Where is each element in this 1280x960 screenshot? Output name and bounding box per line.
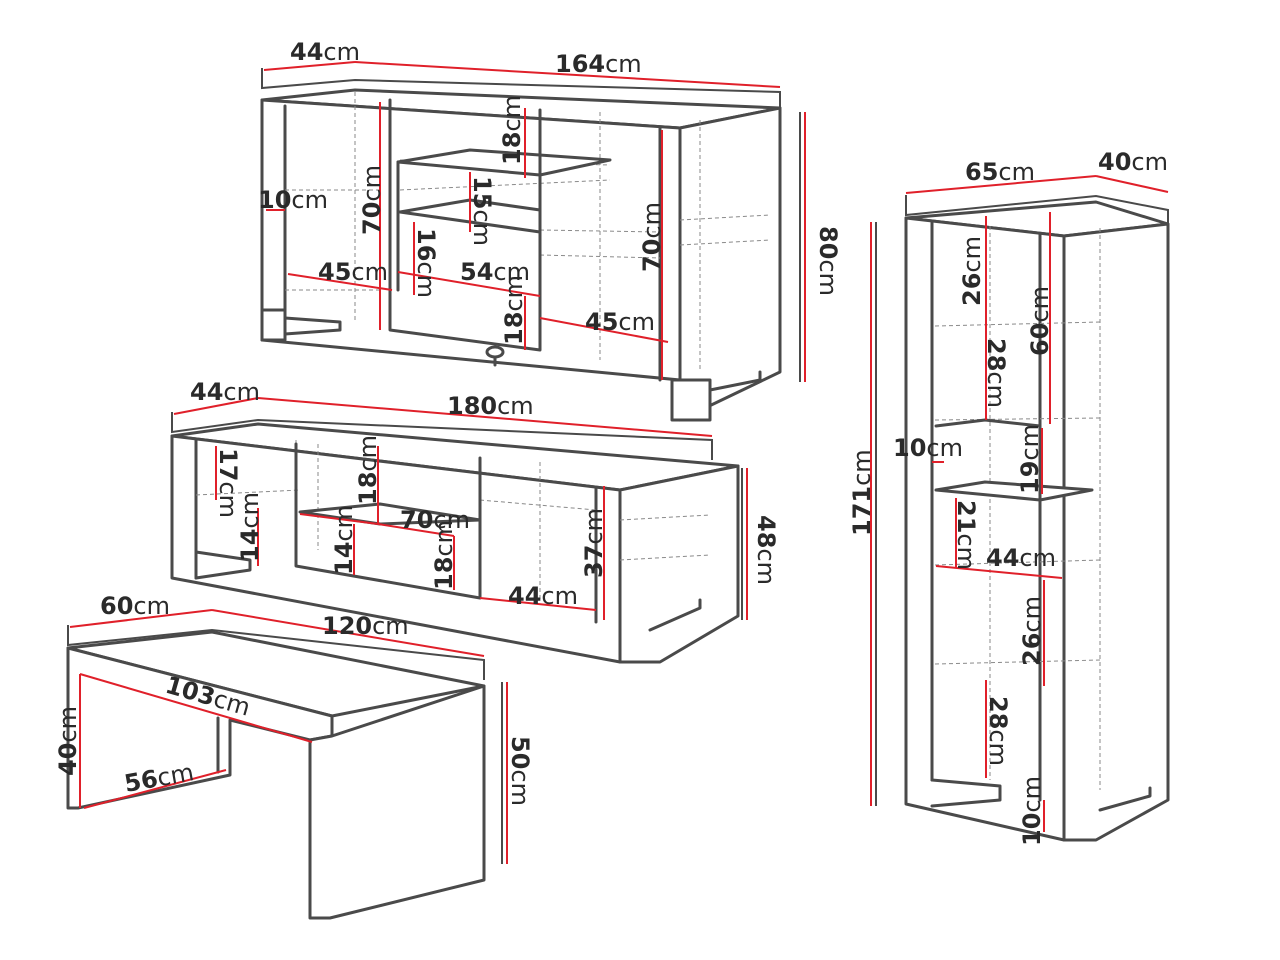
sideboard-center-bay <box>388 98 542 352</box>
sideboard-center-shelf-upper <box>396 148 612 177</box>
sideboard-side <box>678 106 782 422</box>
sideboard-right-leg <box>670 378 712 422</box>
coffee-table-inner-height-label: 40cm <box>54 706 82 776</box>
bookcase-top-shelf-label: 26cm <box>958 236 986 306</box>
bookcase-bottom-gap-label: 28cm <box>984 696 1012 766</box>
sideboard-inner-top-shelf-label: 18cm <box>498 95 526 165</box>
sideboard-drawer-low-label: 18cm <box>500 275 528 345</box>
coffee-table-front <box>66 646 334 810</box>
tv-stand-width-label: 180cm <box>447 392 534 420</box>
bookcase: 65cm 40cm 171cm 26cm 28cm 60cm 10cm 19cm… <box>848 148 1170 846</box>
tv-stand-left-lower-label: 14cm <box>236 492 264 562</box>
sideboard-inner-width-right-label: 45cm <box>585 308 655 336</box>
tv-stand-mid-lower-left-label: 14cm <box>330 505 358 575</box>
sideboard-inner-width-left-label: 45cm <box>318 258 388 286</box>
sideboard-width-label: 164cm <box>555 50 642 78</box>
bookcase-height-label: 171cm <box>848 449 876 536</box>
sideboard-side-offset-label: 10cm <box>258 186 328 214</box>
sideboard-height-label: 80cm <box>814 226 842 296</box>
coffee-table-height-label: 50cm <box>506 736 534 806</box>
bookcase-small-gap-label: 19cm <box>1016 424 1044 494</box>
coffee-table-leg <box>308 684 486 920</box>
sideboard-drawer-label: 16cm <box>412 228 440 298</box>
sideboard-right-foot <box>708 370 762 392</box>
tv-stand-bottom-width-label: 44cm <box>508 582 578 610</box>
bookcase-right-tall-label: 60cm <box>1026 286 1054 356</box>
bookcase-side-offset-label: 10cm <box>893 434 963 462</box>
tv-stand-right-inner-label: 37cm <box>580 508 608 578</box>
bookcase-width-label: 65cm <box>965 158 1035 186</box>
bookcase-lower-gap-label: 26cm <box>1018 596 1046 666</box>
sideboard-left-foot <box>283 316 342 336</box>
sideboard-depth-line <box>263 61 356 71</box>
sideboard-left-leg <box>260 308 287 342</box>
sideboard-top-dimension-frame <box>261 68 781 108</box>
bookcase-side <box>1062 222 1170 842</box>
coffee-table-width-label: 120cm <box>322 612 409 640</box>
tv-stand: 44cm 180cm 48cm 17cm 14cm 18cm 70cm 14cm… <box>170 378 780 664</box>
tv-stand-mid-upper-label: 18cm <box>354 435 382 505</box>
sideboard-door-height-right-label: 70cm <box>638 202 666 272</box>
tv-stand-mid-lower-right-label: 18cm <box>430 520 458 590</box>
tv-stand-mid-width-label: 70cm <box>400 506 470 534</box>
sideboard: 44cm 164cm 80cm 18cm 70cm 70cm 10cm 15cm… <box>258 38 842 422</box>
bookcase-depth-label: 40cm <box>1098 148 1168 176</box>
sideboard-mid-shelf-label: 15cm <box>468 176 496 246</box>
bookcase-mid-gap-label: 21cm <box>952 500 980 570</box>
sideboard-inner-width-mid-label: 54cm <box>460 258 530 286</box>
coffee-table-depth-label: 60cm <box>100 592 170 620</box>
sideboard-width-line <box>354 61 781 88</box>
sideboard-depth-label: 44cm <box>290 38 360 66</box>
bookcase-inner-width-label: 44cm <box>986 544 1056 572</box>
tv-stand-side <box>618 464 740 664</box>
bookcase-plinth-label: 10cm <box>1018 776 1046 846</box>
coffee-table: 60cm 120cm 103cm 56cm 40cm 50cm <box>54 592 534 920</box>
bookcase-upper-gap-label: 28cm <box>982 338 1010 408</box>
tv-stand-height-label: 48cm <box>752 515 780 585</box>
bookcase-middle-shelf <box>934 480 1094 502</box>
sideboard-door-height-left-label: 70cm <box>358 165 386 235</box>
tv-stand-depth-label: 44cm <box>190 378 260 406</box>
coffee-table-inner-depth-label: 56cm <box>122 758 196 798</box>
tv-stand-left-upper-label: 17cm <box>214 448 242 518</box>
